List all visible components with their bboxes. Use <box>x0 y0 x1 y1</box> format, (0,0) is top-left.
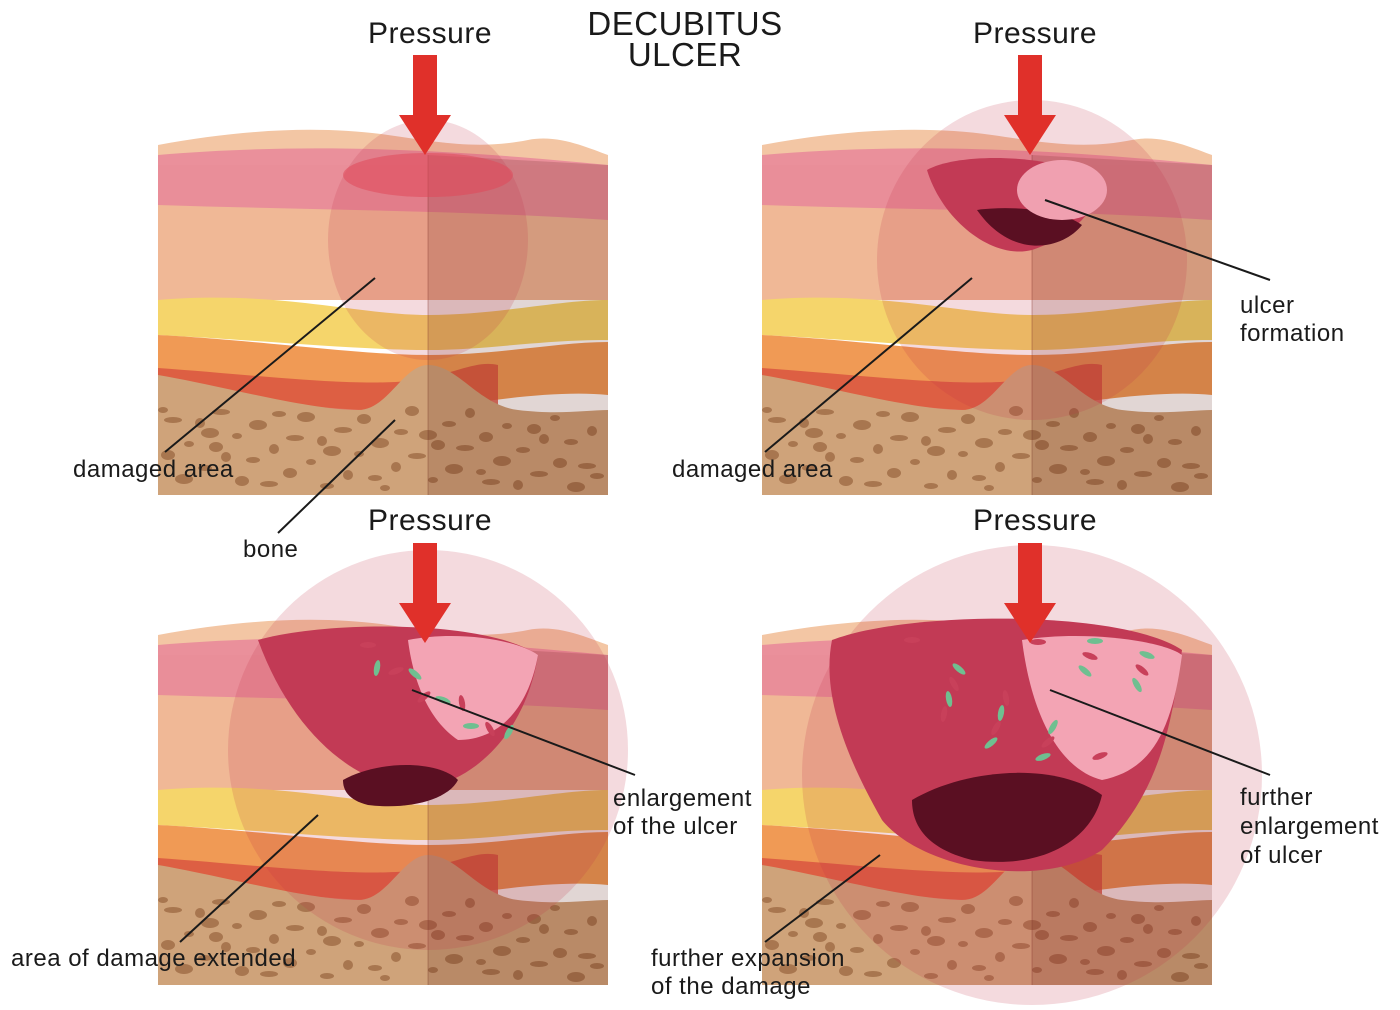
further-expansion-label-line-1: further expansion <box>651 945 845 973</box>
further-expansion-label-line-2: of the damage <box>651 973 811 1001</box>
pressure-label-panel-3: Pressure <box>368 505 492 537</box>
ulcer-formation-label-line-1: ulcer <box>1240 292 1295 320</box>
damaged-area-label-panel-1: damaged area <box>73 456 234 484</box>
pressure-label-panel-1: Pressure <box>368 18 492 50</box>
damaged-area-label-panel-2: damaged area <box>672 456 833 484</box>
bacteria-mark <box>1087 638 1103 644</box>
diagram-title: DECUBITUS ULCER <box>565 8 805 70</box>
pressure-label-panel-4: Pressure <box>973 505 1097 537</box>
pressure-label-panel-2: Pressure <box>973 18 1097 50</box>
further-enlargement-label-line-2: enlargement <box>1240 813 1379 841</box>
enlargement-label-line-2: of the ulcer <box>613 813 738 841</box>
ulcer-formation-label-line-2: formation <box>1240 320 1345 348</box>
further-enlargement-label-line-3: of ulcer <box>1240 842 1323 870</box>
bacteria-mark <box>1030 639 1046 645</box>
bacteria-mark <box>360 642 376 648</box>
red-pressure-spot <box>343 153 513 197</box>
tissue-block-panel-3 <box>158 550 628 985</box>
bacteria-mark <box>463 723 479 729</box>
bone-label: bone <box>243 536 298 564</box>
title-line-2: ULCER <box>565 39 805 70</box>
damage-extended-label: area of damage extended <box>11 945 296 973</box>
ulcer-base <box>1017 160 1107 220</box>
tissue-block-panel-2 <box>762 100 1212 495</box>
enlargement-label-line-1: enlargement <box>613 785 752 813</box>
tissue-block-panel-1 <box>158 120 608 495</box>
title-line-1: DECUBITUS <box>565 8 805 39</box>
further-enlargement-label-line-1: further <box>1240 784 1313 812</box>
bacteria-mark <box>904 637 920 643</box>
